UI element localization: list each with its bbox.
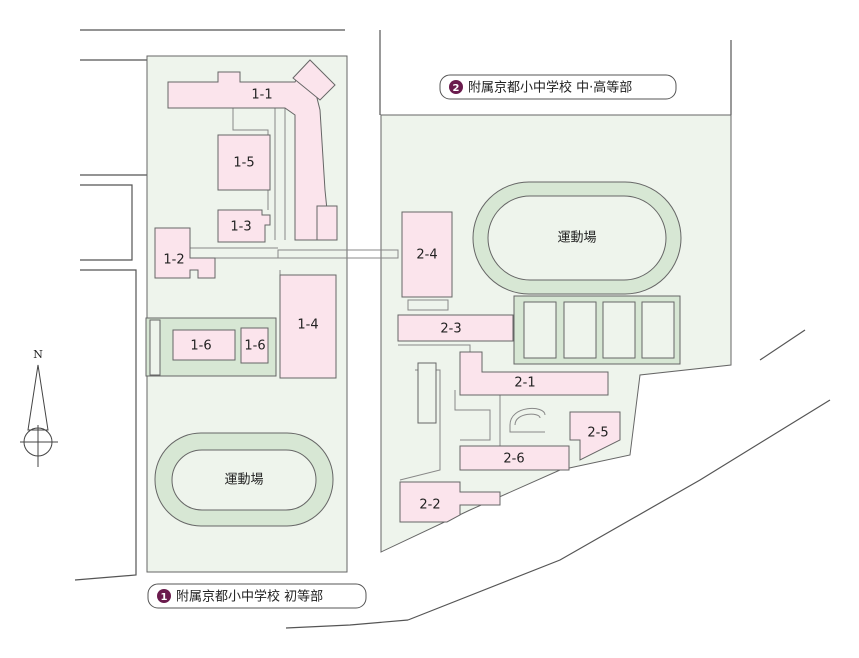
building-1-6a-label: 1-6 [190,339,211,354]
road-left-lower [74,269,137,581]
campus-tag-elementary-box [147,583,367,609]
road-right-diag [407,399,831,621]
elementary-field: 運動場 [154,432,334,527]
court-2 [563,301,597,359]
campus-tag-elementary: 1 附属京都小中学校 初等部 [147,583,367,609]
compass-icon: N [20,348,58,467]
building-1-1-annex [316,205,338,241]
elementary-field-label: 運動場 [224,473,263,488]
path-2-mid [454,390,491,441]
building-1-4-label: 1-4 [297,318,318,333]
building-2-2 [397,314,514,342]
structure-horseshoe [509,407,546,433]
building-1-3 [217,209,271,243]
campus-tag-secondary-box [439,74,677,100]
building-1-2 [154,227,216,279]
campus-tag-secondary: 2 附属京都小中学校 中·高等部 [439,74,677,100]
courtyard-strip [149,319,161,376]
campus-tag-elementary-number-badge [157,589,171,603]
building-2-4-link [407,299,449,311]
building-1-6a [172,329,236,361]
structure-left [417,362,437,424]
building-1-6b [240,327,269,364]
building-1-6b-label: 1-6 [244,339,265,354]
building-1-1-wing [292,59,336,101]
courts [513,295,681,365]
building-2-1-label: 2-1 [514,376,535,391]
court-1 [523,301,557,359]
campus-tag-secondary-label: 附属京都小中学校 中·高等部 [468,80,632,96]
building-2-5-label: 2-5 [587,426,608,441]
building-2-1 [459,351,609,396]
building-2-3-label: 2-2 [419,498,440,513]
secondary-field-label: 運動場 [557,231,596,246]
compass-needle [27,364,49,431]
building-2-4 [401,211,453,298]
secondary-buildings: 2-4 2-3 2-1 2-6 2-5 2-2 [397,211,621,523]
building-1-3-label: 1-3 [230,220,251,235]
building-1-1-label: 1-1 [251,88,272,103]
campus-tag-elementary-label: 附属京都小中学校 初等部 [176,589,323,605]
court-4 [641,301,675,359]
building-2-3 [399,481,501,523]
roads [74,29,831,629]
campus-tag-elementary-number: 1 [161,592,168,603]
elementary-buildings: 1-1 1-5 1-3 1-2 1-4 1-6 1-6 [145,59,338,379]
building-1-4 [279,274,337,379]
connector-bridge [277,249,399,259]
building-1-5-label: 1-5 [233,156,254,171]
building-1-5 [217,134,271,191]
road-left-block [80,184,133,261]
road-right-diag-top [759,329,806,361]
building-2-2-label: 2-3 [440,322,461,337]
elementary-field-inner [171,449,317,511]
court-3 [602,301,636,359]
secondary-field: 運動場 [472,181,682,295]
building-2-5 [569,411,621,461]
building-1-2-label: 1-2 [163,253,184,268]
road-bottom [285,619,409,629]
building-2-4-label: 2-4 [416,248,437,263]
campus-tag-secondary-number-badge [449,80,463,94]
building-2-6-label: 2-6 [503,452,524,467]
compass-north-label: N [33,348,43,361]
building-2-6 [459,445,570,471]
secondary-field-inner [487,195,667,281]
campus-tag-secondary-number: 2 [453,83,460,94]
